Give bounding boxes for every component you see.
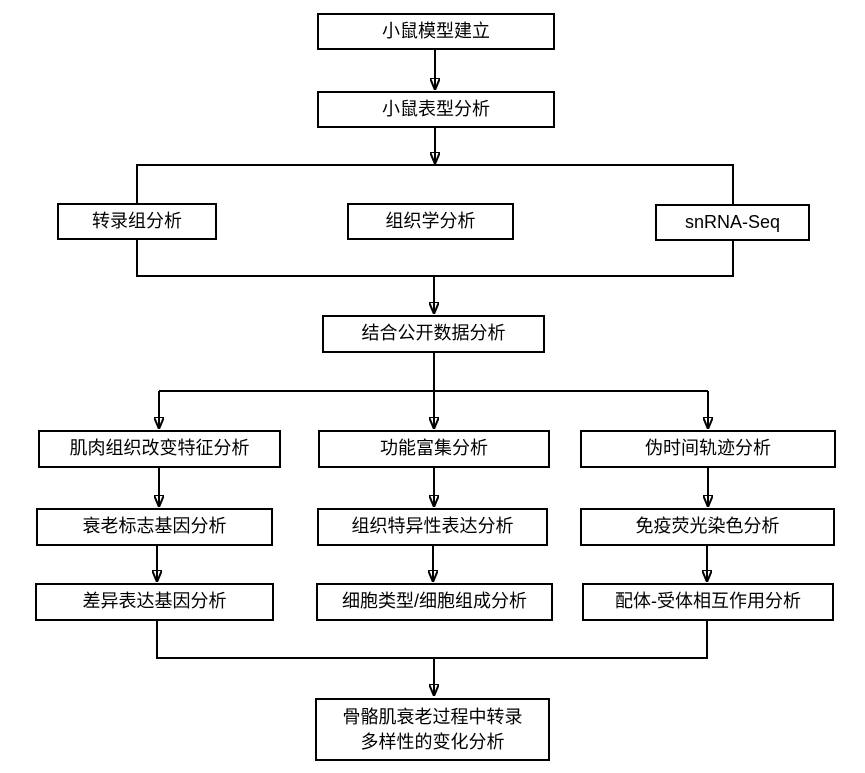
final-conclusion-line1: 骨骼肌衰老过程中转录 [342,707,523,728]
node-cell-type-composition: 细胞类型/细胞组成分析 [316,583,553,621]
node-tissue-specific-expression: 组织特异性表达分析 [317,508,548,546]
node-final-conclusion: 骨骼肌衰老过程中转录 多样性的变化分析 [315,698,550,761]
node-immunofluorescence-staining: 免疫荧光染色分析 [580,508,835,546]
node-transcriptome-analysis: 转录组分析 [57,203,217,240]
node-mouse-phenotype-analysis: 小鼠表型分析 [317,91,555,128]
node-mouse-model-setup: 小鼠模型建立 [317,13,555,50]
final-conclusion-line2: 多样性的变化分析 [360,731,505,752]
node-pseudotime-trajectory: 伪时间轨迹分析 [580,430,836,468]
node-public-data-integration: 结合公开数据分析 [322,315,545,353]
node-differential-expression: 差异表达基因分析 [35,583,274,621]
node-functional-enrichment: 功能富集分析 [318,430,550,468]
node-aging-marker-genes: 衰老标志基因分析 [36,508,273,546]
node-snrna-seq: snRNA-Seq [655,204,810,241]
node-muscle-tissue-change: 肌肉组织改变特征分析 [38,430,281,468]
node-histology-analysis: 组织学分析 [347,203,514,240]
node-ligand-receptor-interaction: 配体-受体相互作用分析 [582,583,834,621]
